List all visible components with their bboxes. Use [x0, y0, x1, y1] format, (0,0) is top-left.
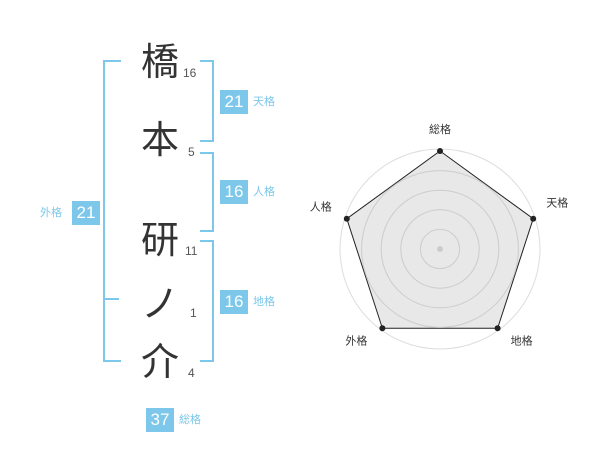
radar-grid-ring: [419, 228, 461, 270]
stroke-count-2: 5: [188, 145, 195, 159]
name-char-1: 橋: [140, 40, 179, 84]
tenkaku-value-badge: 21: [220, 90, 248, 114]
tenkaku-bracket: [200, 60, 214, 142]
soukaku-label: 総格: [179, 413, 201, 426]
chikaku-value-badge: 16: [220, 290, 248, 314]
radar-value-polygon: [346, 150, 534, 329]
radar-point-1: [437, 148, 443, 154]
stroke-count-4: 1: [190, 306, 197, 320]
stroke-count-1: 16: [183, 66, 197, 80]
radar-center-dot: [437, 246, 443, 252]
jinkaku-value-badge: 16: [220, 180, 248, 204]
radar-point-3: [494, 325, 501, 332]
radar-axis-label-5: 人格: [310, 200, 332, 214]
radar-axis-label-1: 総格: [429, 122, 451, 136]
name-char-3: 研: [140, 218, 179, 262]
stroke-count-5: 4: [188, 366, 195, 380]
radar-point-5: [343, 215, 350, 222]
gaikaku-bracket-tick: [103, 298, 119, 300]
soukaku-value-badge: 37: [146, 408, 174, 432]
radar-axis-label-3: 地格: [511, 333, 533, 347]
name-char-2: 本: [140, 118, 179, 162]
radar-point-4: [379, 325, 386, 332]
radar-point-2: [530, 215, 537, 222]
radar-axis-label-2: 天格: [546, 196, 568, 210]
tenkaku-label: 天格: [253, 95, 275, 108]
chikaku-label: 地格: [253, 295, 275, 308]
chikaku-bracket: [200, 240, 214, 362]
radar-grid-ring: [361, 170, 519, 328]
radar-grid-ring: [380, 189, 500, 309]
jinkaku-label: 人格: [253, 185, 275, 198]
radar-grid-ring: [400, 209, 480, 289]
jinkaku-bracket: [200, 152, 214, 232]
name-char-4: ノ: [140, 282, 179, 326]
gaikaku-label: 外格: [40, 206, 62, 219]
name-char-5: 介: [140, 340, 179, 384]
gaikaku-value-badge: 21: [72, 201, 100, 225]
radar-axis-label-4: 外格: [345, 333, 367, 347]
gaikaku-bracket: [103, 60, 121, 362]
stroke-count-3: 11: [185, 244, 198, 258]
